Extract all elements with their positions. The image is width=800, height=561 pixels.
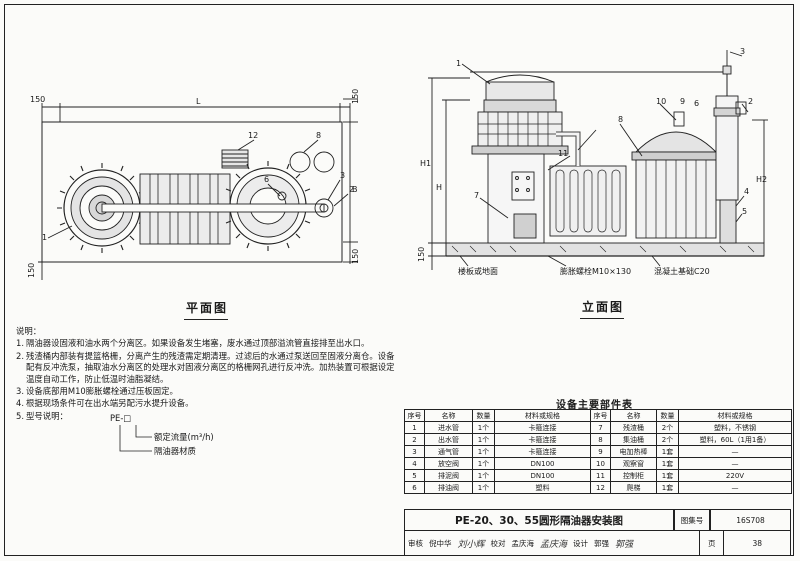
plan-callout-8: 8 xyxy=(316,131,322,140)
elev-label-floor: 楼板或地面 xyxy=(458,267,498,276)
title-block: PE-20、30、55圆形隔油器安装图 图集号 16S708 审核 倪中华 刘小… xyxy=(404,509,791,556)
elev-dim-h1: H1 xyxy=(420,159,432,168)
elev-callout-9: 9 xyxy=(680,97,686,106)
plan-dim-top: 150 xyxy=(30,95,46,104)
designer-signature: 郭强 xyxy=(615,539,634,550)
elev-callout-10: 10 xyxy=(656,97,667,106)
note-item: 1.隔油器设固液和油水两个分离区。如果设备发生堵塞，废水通过顶部溢流管直接排至出… xyxy=(16,338,370,349)
header-spec: 材料或规格 xyxy=(494,409,591,422)
elev-callout-4: 4 xyxy=(744,187,750,196)
model-code: PE-□ xyxy=(110,413,132,424)
reviewer-signature: 刘小辉 xyxy=(457,539,485,550)
header-name: 名称 xyxy=(610,409,657,422)
plan-dim-width: B xyxy=(352,185,358,194)
drawing-title: PE-20、30、55圆形隔油器安装图 xyxy=(404,509,674,531)
reviewer-name: 倪中华 xyxy=(429,538,452,548)
parts-table-title: 设备主要部件表 xyxy=(556,400,633,411)
elev-callout-8: 8 xyxy=(618,115,624,124)
header-spec: 材料或规格 xyxy=(678,409,792,422)
plan-dim-length: L xyxy=(196,97,201,106)
designer-name: 郭强 xyxy=(594,538,610,548)
signature-row: 审核 倪中华 刘小辉 校对 孟庆海 孟庆海 设计 郭强 郭强 页 38 xyxy=(404,531,791,556)
elev-label-concrete: 混凝土基础C20 xyxy=(654,267,710,276)
page-label: 页 xyxy=(698,531,724,555)
elev-callout-6: 6 xyxy=(694,99,700,108)
header-name: 名称 xyxy=(424,409,473,422)
reviewer-role: 审核 xyxy=(408,538,423,548)
notes-section: 说明： 1.隔油器设固液和油水两个分离区。如果设备发生堵塞，废水通过顶部溢流管直… xyxy=(16,326,396,465)
checker-name: 孟庆海 xyxy=(511,538,535,548)
header-qty: 数量 xyxy=(656,409,679,422)
note-item: 3.设备底部用M10膨胀螺栓通过压板固定。 xyxy=(16,386,178,397)
elev-callout-2: 2 xyxy=(748,97,754,106)
plan-callout-12: 12 xyxy=(248,131,259,140)
elev-dim-h: H xyxy=(436,183,443,192)
plan-view-title: 平面图 xyxy=(183,301,229,320)
model-designation-leaders xyxy=(119,425,152,452)
elev-callout-7: 7 xyxy=(474,191,480,200)
elev-label-bolt: 膨胀螺栓M10×130 xyxy=(560,267,632,276)
elev-dim-h2: H2 xyxy=(756,175,768,184)
header-no: 序号 xyxy=(590,409,611,422)
elev-callout-11: 11 xyxy=(558,149,569,158)
checker-signature: 孟庆海 xyxy=(540,539,568,550)
elev-callout-3: 3 xyxy=(740,47,746,56)
model-material-label: 隔油器材质 xyxy=(154,446,196,457)
checker-role: 校对 xyxy=(490,538,506,548)
elev-callout-1: 1 xyxy=(456,59,462,68)
header-qty: 数量 xyxy=(472,409,495,422)
plan-callout-1: 1 xyxy=(42,233,48,242)
note-item: 4.根据现场条件可在出水端另配污水提升设备。 xyxy=(16,398,194,409)
plan-callout-2: 2 xyxy=(349,185,355,194)
atlas-label: 图集号 xyxy=(674,509,710,531)
plan-callout-6: 6 xyxy=(264,175,270,184)
elev-dim-base: 150 xyxy=(417,246,426,262)
elevation-view-title: 立面图 xyxy=(579,300,625,319)
header-no: 序号 xyxy=(404,409,425,422)
page-number: 38 xyxy=(723,531,790,555)
notes-title: 说明： xyxy=(16,326,42,336)
note-model: 5.型号说明： xyxy=(16,410,68,421)
elev-callout-5: 5 xyxy=(742,207,748,216)
plan-callout-3: 3 xyxy=(340,171,346,180)
note-item: 2.残渣桶内部装有提篮格栅，分离产生的残渣需定期清理。过滤后的水通过泵送回至固液… xyxy=(16,350,395,384)
atlas-number: 16S708 xyxy=(710,509,791,531)
sheet-frame xyxy=(4,4,794,556)
model-rate-label: 额定流量(m³/h) xyxy=(154,432,214,443)
parts-header-row: 序号 名称 数量 材料或规格 序号 名称 数量 材料或规格 xyxy=(404,409,792,422)
model-designation-diagram: PE-□ 额定流量(m³/h) 隔油器材质 xyxy=(16,413,396,465)
designer-role: 设计 xyxy=(573,538,589,548)
